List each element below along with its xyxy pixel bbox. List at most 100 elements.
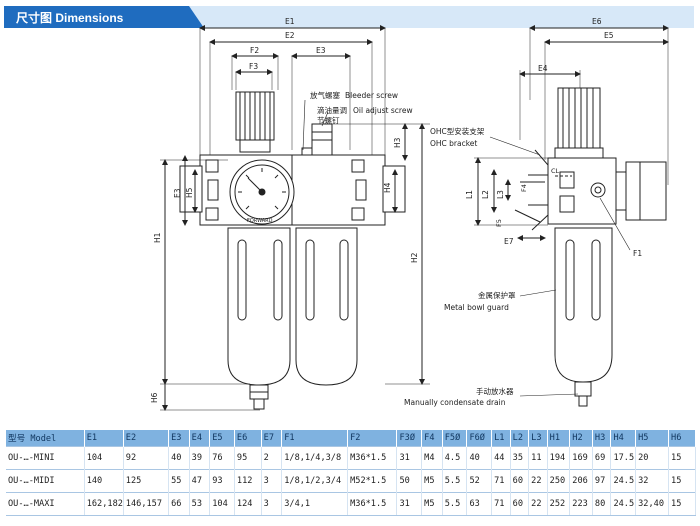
- dim-e2-label: E2: [285, 31, 295, 40]
- table-cell: OU-…-MINI: [6, 446, 85, 470]
- table-cell: 125: [123, 469, 170, 493]
- table-cell: 20: [635, 446, 670, 470]
- dim-f5-label: F5: [495, 219, 503, 227]
- table-cell: 194: [547, 446, 571, 470]
- dim-e3-side-label: E3: [173, 188, 182, 198]
- header-cell: H6: [668, 430, 696, 447]
- header-cell: L2: [510, 430, 530, 447]
- table-header-row: 型号 Model E1 E2 E3 E4 E5 E6 E7 F1 F2 F3Ø …: [6, 430, 696, 447]
- table-cell: 60: [510, 492, 530, 516]
- dim-e4-label: E4: [538, 64, 548, 73]
- table-cell: 252: [547, 492, 571, 516]
- dim-e7-label: E7: [504, 237, 514, 246]
- table-cell: 4.5: [442, 446, 468, 470]
- metal-guard-cn-label: 金属保护罩: [478, 290, 516, 300]
- table-cell: 250: [547, 469, 571, 493]
- table-cell: 40: [466, 446, 493, 470]
- header-cell: F6Ø: [466, 430, 493, 447]
- table-cell: 11: [528, 446, 548, 470]
- dim-l1-label: L1: [465, 190, 474, 199]
- table-cell: 93: [209, 469, 235, 493]
- dim-h2-label: H2: [410, 252, 419, 263]
- header-cell: E7: [261, 430, 283, 447]
- front-dimension-labels: E1 E2 F2 E3 F3 H1 E3 H5 H6 H2 H3 H4 FORW…: [150, 17, 419, 403]
- header-cell: H4: [610, 430, 637, 447]
- table-cell: 24.5: [610, 492, 637, 516]
- header-cell: E3: [168, 430, 190, 447]
- header-cell: H5: [635, 430, 670, 447]
- table-cell: 162,182: [84, 492, 124, 516]
- ohc-bracket-en-label: OHC bracket: [430, 139, 477, 148]
- oil-adjust-en-label: Oil adjust screw: [353, 106, 413, 115]
- header-cell: F5Ø: [442, 430, 468, 447]
- header-cell: H1: [547, 430, 571, 447]
- side-view: [474, 25, 669, 407]
- table-cell: 140: [84, 469, 124, 493]
- table-cell: 169: [569, 446, 593, 470]
- header-cell: F3Ø: [396, 430, 423, 447]
- dim-e3-label: E3: [316, 46, 326, 55]
- table-cell: 63: [466, 492, 493, 516]
- table-cell: M5: [421, 492, 443, 516]
- table-cell: 5.5: [442, 469, 468, 493]
- table-cell: 24.5: [610, 469, 637, 493]
- gauge-brand-label: FORWARD: [247, 218, 273, 224]
- table-cell: 104: [84, 446, 124, 470]
- table-cell: 223: [569, 492, 593, 516]
- dim-f1-label: F1: [633, 249, 642, 258]
- table-row: OU-…-MIDI 140 125 55 47 93 112 3 1/8,1/2…: [6, 469, 696, 493]
- table-cell: 1/8,1/2,3/4: [281, 469, 349, 493]
- table-cell: 2: [261, 446, 283, 470]
- table-cell: 15: [668, 469, 696, 493]
- header-cell: L1: [491, 430, 511, 447]
- table-cell: 5.5: [442, 492, 468, 516]
- table-cell: 69: [592, 446, 612, 470]
- table-row: OU-…-MAXI 162,182 146,157 66 53 104 124 …: [6, 492, 696, 516]
- header-cell: L3: [528, 430, 548, 447]
- table-cell: 206: [569, 469, 593, 493]
- dim-l2-label: L2: [481, 190, 490, 199]
- table-cell: 60: [510, 469, 530, 493]
- front-view: [160, 25, 430, 411]
- table-cell: 44: [491, 446, 511, 470]
- table-cell: 32,40: [635, 492, 670, 516]
- table-cell: 52: [466, 469, 493, 493]
- table-cell: M36*1.5: [347, 492, 398, 516]
- dim-e1-label: E1: [285, 17, 295, 26]
- table-cell: M5: [421, 469, 443, 493]
- metal-guard-en-label: Metal bowl guard: [444, 303, 509, 312]
- table-cell: 53: [189, 492, 211, 516]
- table-row: OU-…-MINI 104 92 40 39 76 95 2 1/8,1/4,3…: [6, 446, 696, 470]
- dim-e5-label: E5: [604, 31, 614, 40]
- header-cell: E4: [189, 430, 211, 447]
- header-cell: E2: [123, 430, 170, 447]
- table-cell: 35: [510, 446, 530, 470]
- table-cell: 76: [209, 446, 235, 470]
- table-cell: 146,157: [123, 492, 170, 516]
- table-cell: 55: [168, 469, 190, 493]
- table-cell: 66: [168, 492, 190, 516]
- table-cell: 3: [261, 469, 283, 493]
- table-cell: 22: [528, 492, 548, 516]
- side-dimension-labels: E6 E5 E4 L1 L2 L3 F4 F5 E7 CL F1: [465, 17, 642, 258]
- table-cell: M4: [421, 446, 443, 470]
- front-callouts: 放气螺塞 Bleeder screw 滴油量调 Oil adjust screw…: [310, 90, 413, 125]
- dim-f3-label: F3: [249, 62, 258, 71]
- header-cell: F2: [347, 430, 398, 447]
- header-cell: E5: [209, 430, 235, 447]
- table-cell: 80: [592, 492, 612, 516]
- table-cell: 104: [209, 492, 235, 516]
- dim-f4-label: F4: [520, 184, 528, 192]
- dim-cl-label: CL: [551, 167, 560, 175]
- dim-h1-label: H1: [153, 232, 162, 243]
- drain-en-label: Manually condensate drain: [404, 398, 506, 407]
- table-cell: 92: [123, 446, 170, 470]
- table-cell: 3: [261, 492, 283, 516]
- header-cell: F4: [421, 430, 443, 447]
- side-callouts: OHC型安装支架 OHC bracket 金属保护罩 Metal bowl gu…: [404, 126, 516, 407]
- table-cell: 32: [635, 469, 670, 493]
- header-cell: 型号 Model: [6, 430, 85, 447]
- header-cell: H2: [569, 430, 593, 447]
- table-cell: 97: [592, 469, 612, 493]
- table-cell: 47: [189, 469, 211, 493]
